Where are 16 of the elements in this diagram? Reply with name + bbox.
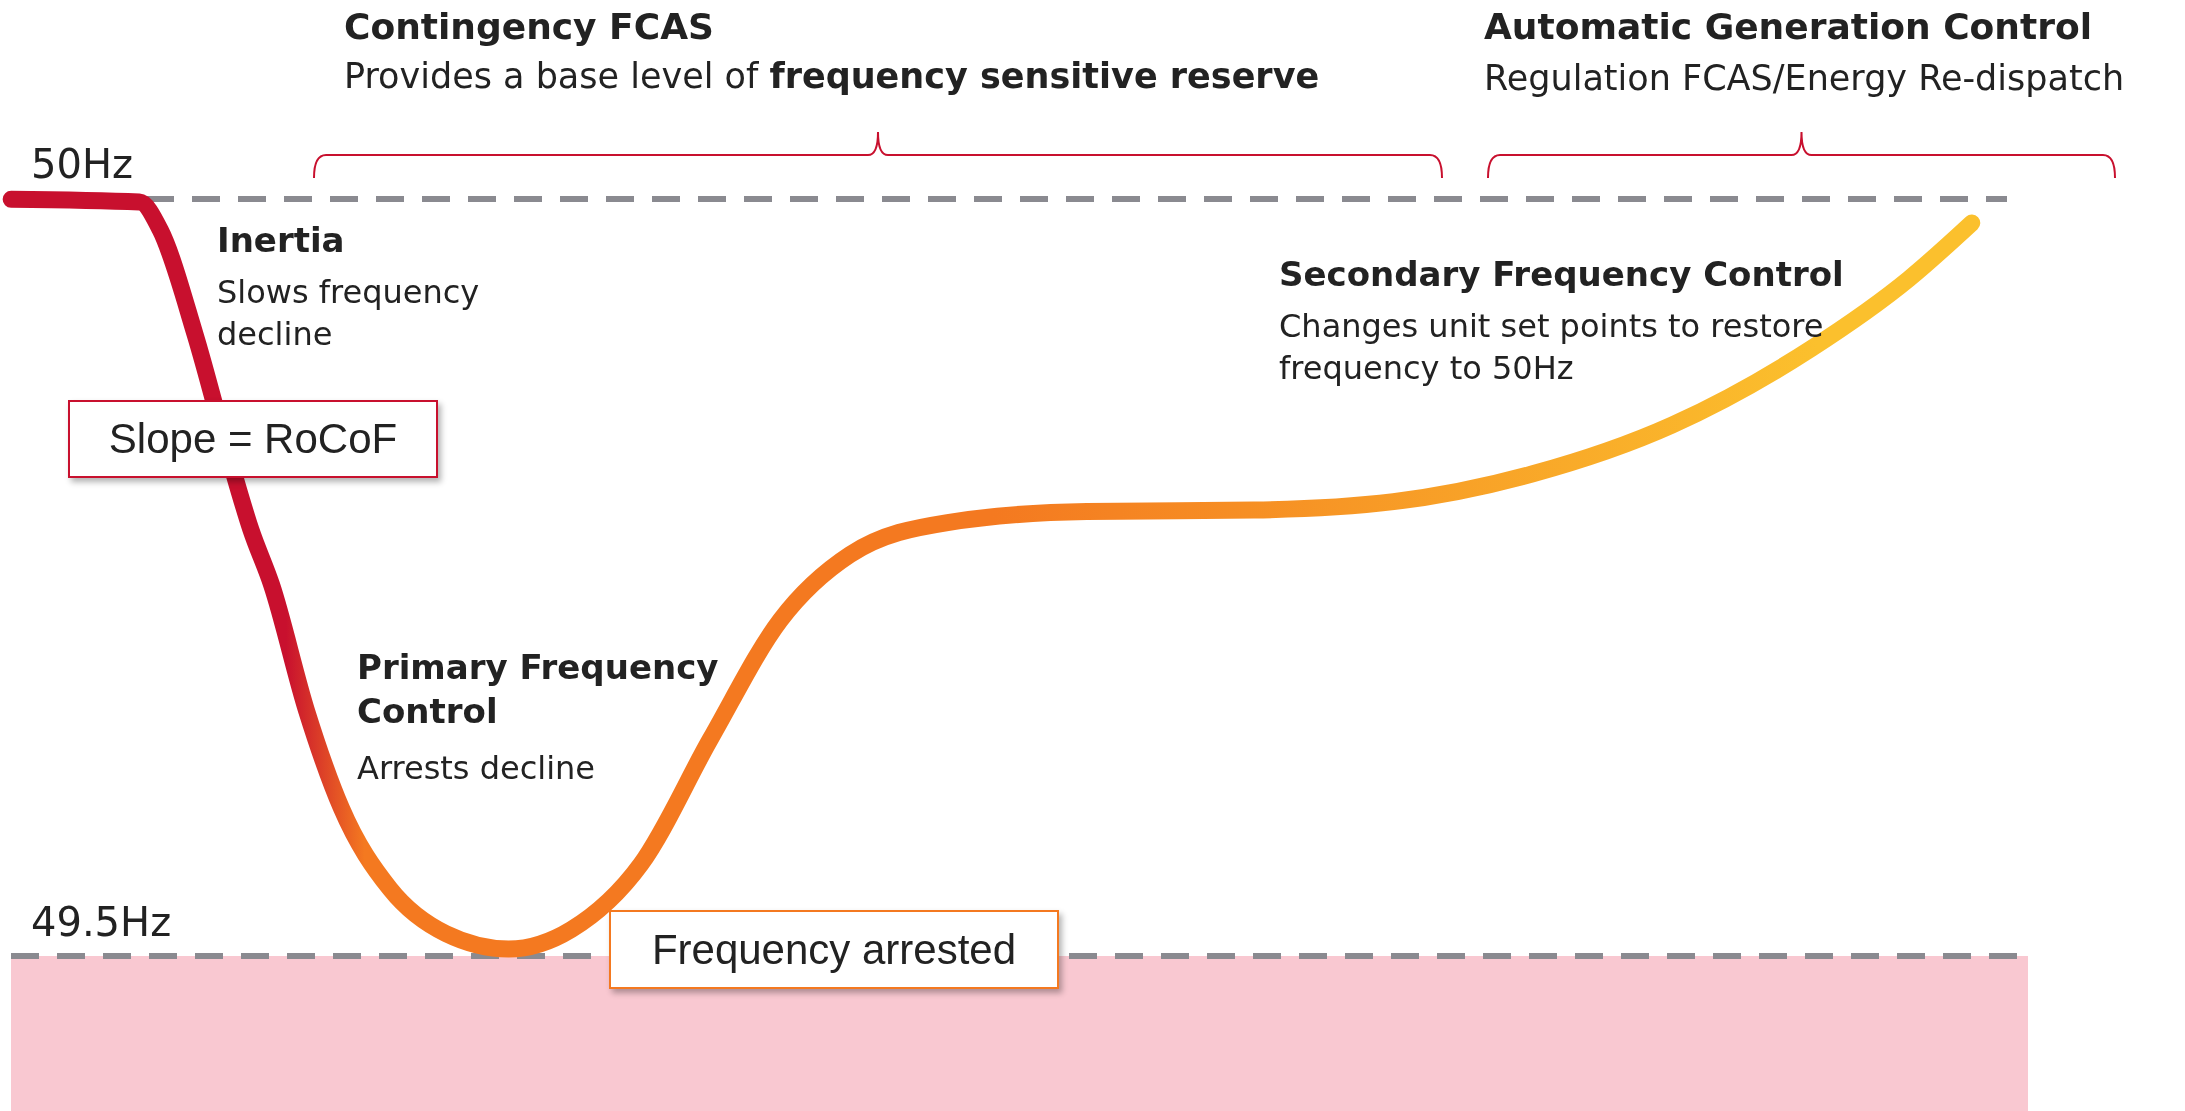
section-description: Provides a base level of frequency sensitive reserve: [344, 55, 1320, 98]
section-heading: Automatic Generation Control: [1484, 5, 2092, 49]
callout-text: Slope = RoCoF: [108, 415, 398, 463]
phase-description: Changes unit set points to restore frequency to 50Hz: [1279, 306, 1825, 389]
phase-description: Slows frequency decline: [217, 272, 481, 355]
frequency-label: 49.5Hz: [31, 898, 172, 947]
phase-heading: Inertia: [217, 219, 345, 262]
callout-box: [609, 910, 1059, 989]
section-description: Regulation FCAS/Energy Re-dispatch: [1484, 57, 2125, 100]
phase-heading: Secondary Frequency Control: [1279, 253, 1844, 296]
phase-description: Arrests decline: [357, 748, 596, 789]
phase-heading: Primary Frequency Control: [357, 646, 720, 734]
callout-text: Frequency arrested: [651, 925, 1017, 974]
section-heading: Contingency FCAS: [344, 5, 714, 49]
callout-box: [68, 400, 438, 478]
frequency-label: 50Hz: [31, 140, 133, 189]
